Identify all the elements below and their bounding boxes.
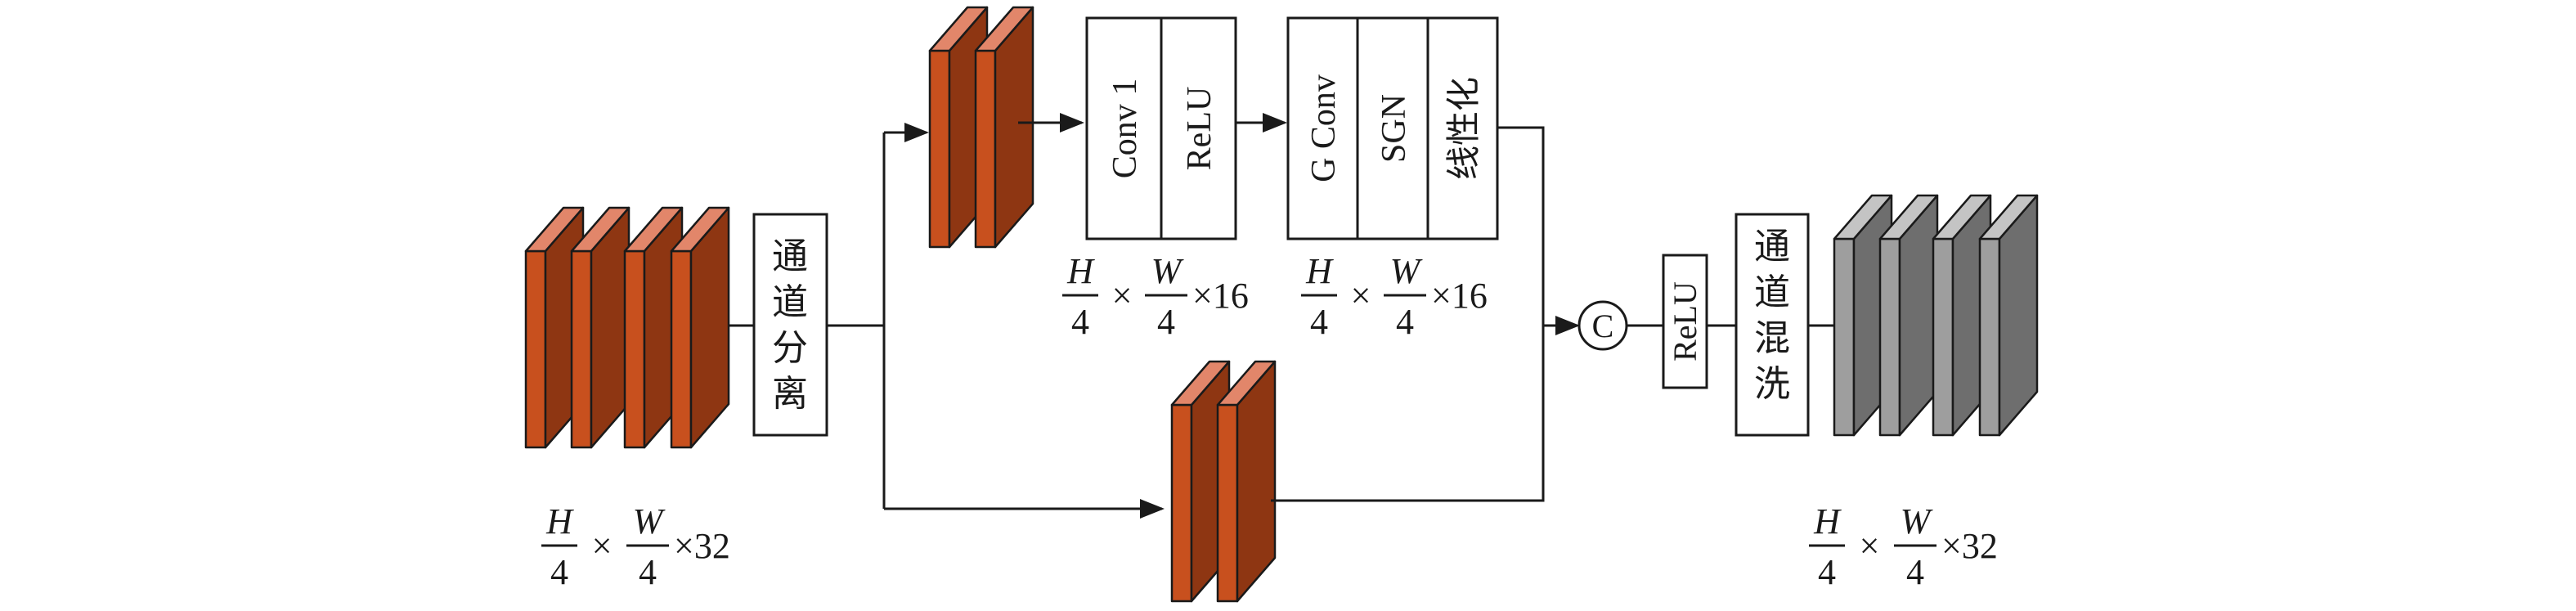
channel-split-char-2: 道 (772, 282, 808, 322)
relu-output-label: ReLU (1667, 281, 1703, 362)
dim-gconv-suffix: ×16 (1431, 276, 1488, 316)
wire-bottom-branch-out (1271, 326, 1545, 502)
dim-output-times: × (1860, 526, 1880, 566)
dim-output-suffix: ×32 (1941, 526, 1998, 566)
dim-conv-w: W (1151, 251, 1184, 291)
dim-conv-w-den: 4 (1157, 302, 1175, 342)
conv1-label: Conv 1 (1106, 79, 1144, 179)
relu-top-label: ReLU (1181, 87, 1218, 171)
dim-gconv-times: × (1351, 276, 1371, 316)
dim-gconv-w: W (1390, 251, 1423, 291)
input-slab-2 (570, 206, 631, 449)
connections (728, 113, 1834, 519)
gconv-sgn-linear-block: G Conv SGN 线性化 (1286, 16, 1499, 240)
dim-input-w-den: 4 (639, 552, 657, 592)
bottom-branch-feature-stack (1170, 360, 1277, 603)
dim-label-conv-branch: H 4 × W 4 ×16 (1062, 251, 1249, 342)
dim-output-w: W (1901, 501, 1933, 541)
dim-output-h-den: 4 (1818, 552, 1836, 592)
dim-conv-h-den: 4 (1071, 302, 1089, 342)
dim-gconv-h: H (1305, 251, 1334, 291)
dim-label-input: H 4 × W 4 ×32 (541, 501, 730, 592)
dim-label-output: H 4 × W 4 ×32 (1809, 501, 1998, 592)
channel-split-char-4: 离 (772, 374, 808, 414)
conv-relu-block: Conv 1 ReLU (1085, 16, 1237, 240)
channel-shuffle-char-3: 混 (1754, 318, 1790, 358)
channel-shuffle-char-4: 洗 (1754, 364, 1790, 404)
output-slab-4 (1978, 194, 2039, 437)
dim-input-w: W (633, 501, 666, 541)
dim-output-w-den: 4 (1906, 552, 1924, 592)
channel-shuffle-block: 通 道 混 洗 (1735, 213, 1810, 437)
dim-conv-times: × (1112, 276, 1133, 316)
linearize-label: 线性化 (1446, 77, 1483, 180)
channel-split-char-1: 通 (772, 236, 808, 276)
relu-output-block: ReLU (1662, 254, 1708, 389)
sgn-label: SGN (1376, 94, 1413, 163)
bottom-slab-2 (1216, 360, 1277, 603)
dim-output-h: H (1813, 501, 1842, 541)
dim-conv-h: H (1066, 251, 1095, 291)
gconv-label: G Conv (1305, 74, 1343, 182)
input-slab-4 (670, 206, 730, 449)
concat-node: C (1577, 300, 1628, 351)
dim-input-times: × (592, 526, 613, 566)
dim-gconv-w-den: 4 (1396, 302, 1414, 342)
top-branch-feature-stack (928, 6, 1034, 249)
output-feature-stack (1833, 194, 2039, 437)
channel-split-char-3: 分 (772, 328, 808, 368)
output-slab-2 (1878, 194, 1939, 437)
dim-gconv-h-den: 4 (1310, 302, 1328, 342)
channel-split-block: 通 道 分 离 (752, 213, 828, 437)
dim-label-gconv-branch: H 4 × W 4 ×16 (1301, 251, 1488, 342)
concat-label: C (1592, 308, 1614, 344)
channel-shuffle-char-1: 通 (1754, 227, 1790, 267)
input-feature-stack (524, 206, 730, 449)
dim-conv-suffix: ×16 (1192, 276, 1249, 316)
dim-input-suffix: ×32 (674, 526, 730, 566)
top-slab-2 (974, 6, 1034, 249)
dim-input-h: H (545, 501, 574, 541)
dim-input-h-den: 4 (550, 552, 568, 592)
wire-top-branch-out (1497, 126, 1545, 326)
channel-shuffle-char-2: 道 (1754, 272, 1790, 312)
